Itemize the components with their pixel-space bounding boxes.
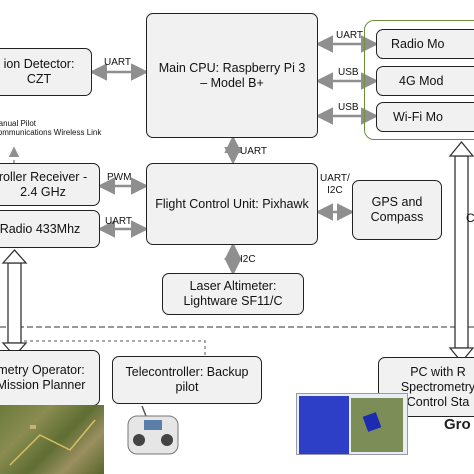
satellite-map-image [0, 405, 104, 474]
telecontroller-box: Telecontroller: Backup pilot [112, 356, 262, 404]
telemetry-radio-box: Radio 433Mhz [0, 210, 100, 248]
remote-controller-image [122, 404, 184, 456]
manual-pilot-label: Manual Pilot Communications Wireless Lin… [0, 119, 102, 138]
wireless-arrow-right [448, 140, 474, 364]
pwm-label: PWM [107, 172, 132, 183]
gps-compass-label: GPS and Compass [370, 195, 424, 224]
ground-label: Gro [444, 416, 471, 433]
usb-label-4g: USB [338, 67, 359, 78]
uart-i2c-label: UART/ I2C [320, 173, 350, 196]
telemetry-radio-label: Radio 433Mhz [0, 221, 81, 236]
uart-label-fcu: UART [240, 146, 268, 157]
manual-pilot-link-lower [15, 318, 206, 367]
controller-receiver-box: roller Receiver - 2.4 GHz [0, 163, 100, 206]
comm-modules-group [364, 20, 474, 140]
4g-module-box: 4G Mod [376, 66, 474, 96]
uart-label-telemetry: UART [105, 216, 133, 227]
laser-altimeter-box: Laser Altimeter: Lightware SF11/C [162, 273, 304, 315]
map-overlay [9, 419, 96, 466]
screen-content [299, 396, 403, 454]
radiation-detector-box: ion Detector: CZT [0, 48, 92, 96]
usb-label-wifi: USB [338, 102, 359, 113]
telemetry-operator-box: metry Operator: Mission Planner [0, 350, 100, 406]
telemetry-operator-label: metry Operator: Mission Planner [0, 363, 86, 392]
laser-altimeter-label: Laser Altimeter: Lightware SF11/C [183, 279, 283, 308]
radiation-detector-label: ion Detector: CZT [3, 57, 75, 86]
i2c-label-laser: I2C [240, 254, 256, 265]
gps-compass-box: GPS and Compass [352, 180, 442, 240]
main-cpu-box: Main CPU: Raspberry Pi 3 – Model B+ [146, 13, 318, 138]
wifi-module-label: Wi-Fi Mo [393, 109, 443, 124]
ground-station-screenshot [296, 393, 408, 455]
telecontroller-label: Telecontroller: Backup pilot [125, 365, 249, 394]
flight-control-box: Flight Control Unit: Pixhawk [146, 163, 318, 245]
controller-drawing [127, 405, 179, 455]
uart-label-radio: UART [336, 30, 364, 41]
4g-module-label: 4G Mod [399, 73, 444, 88]
radio-module-label: Radio Mo [391, 36, 445, 51]
main-cpu-label: Main CPU: Raspberry Pi 3 – Model B+ [158, 60, 306, 90]
wireless-arrow-left [1, 249, 28, 357]
right-side-label: C [466, 211, 474, 225]
controller-receiver-label: roller Receiver - 2.4 GHz [0, 169, 88, 199]
flight-control-label: Flight Control Unit: Pixhawk [155, 196, 309, 211]
wifi-module-box: Wi-Fi Mo [376, 102, 474, 132]
uart-label-detector: UART [104, 57, 132, 68]
radio-module-box: Radio Mo [376, 29, 474, 59]
pc-station-label: PC with R Spectrometry Control Sta [400, 364, 474, 409]
